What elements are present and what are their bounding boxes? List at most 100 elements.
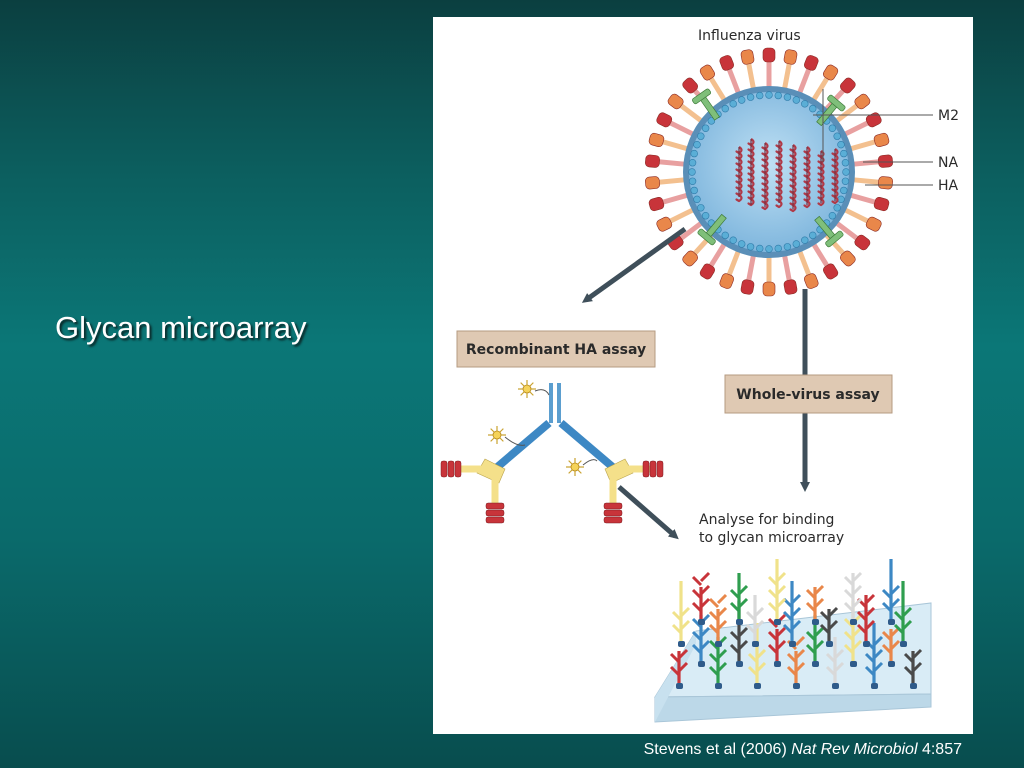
viral-envelope [689,92,849,252]
glycan-branch [699,584,711,596]
glycan-branch [843,643,855,655]
viral-rna-segments [735,89,839,213]
glycan-branch [669,652,681,664]
spike [762,254,776,297]
glycan-tree [903,648,923,689]
influenza-glycan-diagram: Influenza virus M2 NA HA Recombinant HA … [440,28,959,723]
spike [796,55,819,97]
spike-stalk [766,254,772,284]
spike [796,247,819,289]
spike-stalk [832,102,860,125]
glycan-tree [819,606,839,647]
spike-stalk [707,240,728,269]
ha-lobe [656,460,664,478]
spike-head [682,77,698,94]
glycan-branch [745,623,757,635]
glycan-branch [729,601,741,613]
matrix-bead [729,100,737,108]
spike-head [783,279,798,295]
spike [740,252,757,295]
ha-lobe [649,460,657,478]
matrix-bead [801,236,809,244]
hinge-stem-left [549,383,553,423]
ha-head [642,460,664,478]
spike-head [645,154,660,168]
glycan-branch [775,597,787,609]
na-label: NA [938,155,958,171]
glycan-anchor [698,661,705,667]
spike-head [840,77,856,94]
spike-head [823,263,839,280]
glycan-branch [833,661,845,673]
spike-head [699,263,715,280]
glycan-branch [901,606,913,618]
glycan-branch [805,643,817,655]
glycan-tree [893,581,913,647]
glycan-tree [881,626,901,667]
matrix-bead [697,132,705,140]
glycan-branch [881,588,893,600]
spike-head [783,49,798,65]
glycan-anchor [900,641,907,647]
spike [841,112,882,138]
glycan-branch [737,639,749,651]
glycan-branch [911,661,923,673]
glycan-anchor [774,661,781,667]
matrix-bead [783,243,792,251]
ha-head [440,460,462,478]
glycan-branch [767,630,779,642]
glycan-branch [825,652,837,664]
glycan-branch [856,623,868,635]
spike-head [762,47,776,63]
glycan-array [669,559,923,689]
glycan-branch [893,623,905,635]
glycan-branch [827,606,839,618]
spike-head [823,64,839,81]
glycan-branch [699,597,711,609]
spike [699,64,728,104]
glycan-branch [708,652,720,664]
spike [847,192,890,212]
glycan-branch [864,606,876,618]
matrix-bead [688,177,697,185]
spike [832,93,871,125]
virus-title: Influenza virus [698,28,801,44]
spike-head [648,132,665,148]
glycan-branch [872,635,884,647]
spike-stalk [841,206,871,225]
spike-stalk [667,119,697,138]
glycan-branch [782,610,794,622]
spike-stalk [766,60,772,90]
glycan-branch [782,623,794,635]
matrix-bead [783,93,792,101]
glycan-branch [889,584,901,596]
glycan-anchor [678,641,685,647]
glycan-branch [691,588,703,600]
matrix-bead [837,195,845,204]
spike-head [740,279,755,295]
glycan-branch [903,652,915,664]
glycan-anchor [871,683,878,689]
spike-stalk [796,66,812,97]
glycan-branch [737,597,749,609]
m2-channel [816,94,846,127]
glycan-anchor [736,661,743,667]
spike-stalk [745,61,757,92]
glycan-tree [786,635,806,689]
glycan-branch [691,617,703,629]
glycan-branch [881,601,893,613]
matrix-bead [697,204,705,212]
glycan-tree [767,559,787,625]
glycan-branch [747,665,759,677]
glycan-anchor [888,661,895,667]
glycan-branch [729,630,741,642]
spike-stalk [781,252,793,283]
m2-label: M2 [938,108,959,124]
glycan-branch [833,648,845,660]
glycan-branch [708,597,720,609]
glycan-anchor [812,661,819,667]
spike [645,176,688,190]
glycan-microarray-chip [654,559,932,723]
matrix-bead [693,140,701,149]
spike [850,154,893,168]
